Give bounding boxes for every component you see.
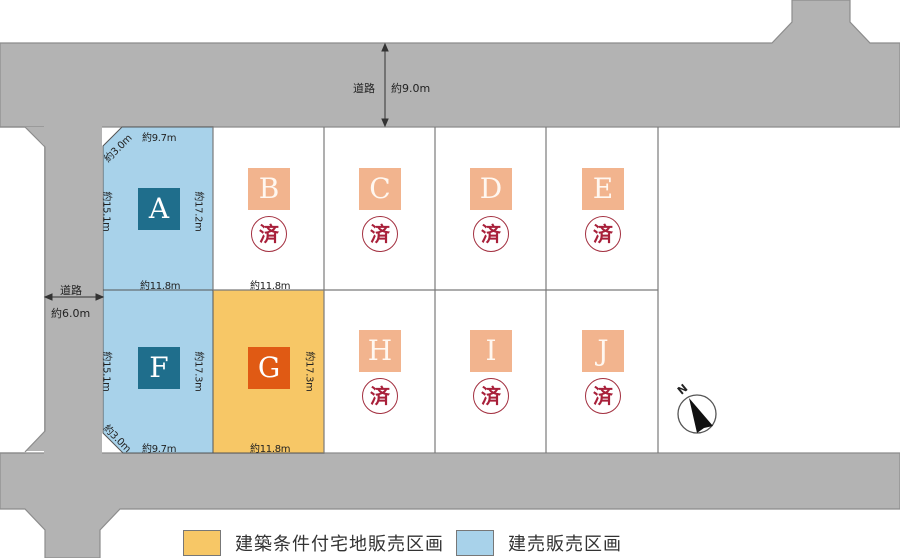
lot-b-badge[interactable]: B xyxy=(248,168,290,210)
legend-item-conditional-land: 建築条件付宅地販売区画 xyxy=(183,530,444,556)
lot-f-left-dimension: 約15.1m xyxy=(100,351,112,392)
lot-g-bottom-dimension: 約11.8m xyxy=(250,444,291,455)
lot-j-sold-stamp: 済 xyxy=(585,378,621,414)
lot-g-right-dimension: 約17.3m xyxy=(303,351,315,392)
lot-j-badge[interactable]: J xyxy=(582,330,624,372)
legend-label-conditional-land: 建築条件付宅地販売区画 xyxy=(235,534,444,555)
lot-a-right-dimension: 約17.2m xyxy=(192,191,204,232)
legend-label-built-for-sale: 建売販売区画 xyxy=(508,534,622,555)
legend-swatch-built-for-sale xyxy=(456,530,494,556)
lot-f-bottom-dimension: 約9.7m xyxy=(142,444,177,455)
lot-e-sold-stamp: 済 xyxy=(585,216,621,252)
lot-h-sold-stamp: 済 xyxy=(362,378,398,414)
lot-c-sold-stamp: 済 xyxy=(362,216,398,252)
north-road-dimension-arrow xyxy=(381,42,389,128)
west-road-dimension-arrow xyxy=(43,293,105,301)
lot-g-badge[interactable]: G xyxy=(248,347,290,389)
west-road-width: 約6.0m xyxy=(51,307,91,320)
legend-swatch-conditional-land xyxy=(183,530,221,556)
lot-c-badge[interactable]: C xyxy=(359,168,401,210)
lot-d-badge[interactable]: D xyxy=(470,168,512,210)
lot-e-badge[interactable]: E xyxy=(582,168,624,210)
lot-a-left-dimension: 約15.1m xyxy=(100,191,112,232)
south-road xyxy=(0,452,900,558)
compass-icon xyxy=(677,394,717,434)
west-road-label: 道路 xyxy=(60,284,82,297)
lot-i-badge[interactable]: I xyxy=(470,330,512,372)
north-road xyxy=(0,0,900,128)
north-road-label: 道路 xyxy=(353,82,375,95)
lot-a-bottom-dimension: 約11.8m xyxy=(140,281,181,292)
legend-item-built-for-sale: 建売販売区画 xyxy=(456,530,622,556)
lot-f-badge[interactable]: F xyxy=(138,347,180,389)
lot-h-badge[interactable]: H xyxy=(359,330,401,372)
lot-f-right-dimension: 約17.3m xyxy=(192,351,204,392)
lot-b-sold-stamp: 済 xyxy=(251,216,287,252)
lot-a-top-dimension: 約9.7m xyxy=(142,133,177,144)
lot-d-sold-stamp: 済 xyxy=(473,216,509,252)
lot-a-badge[interactable]: A xyxy=(138,188,180,230)
lot-i-sold-stamp: 済 xyxy=(473,378,509,414)
lot-b-bottom-dimension: 約11.8m xyxy=(250,281,291,292)
north-road-width: 約9.0m xyxy=(391,82,431,95)
